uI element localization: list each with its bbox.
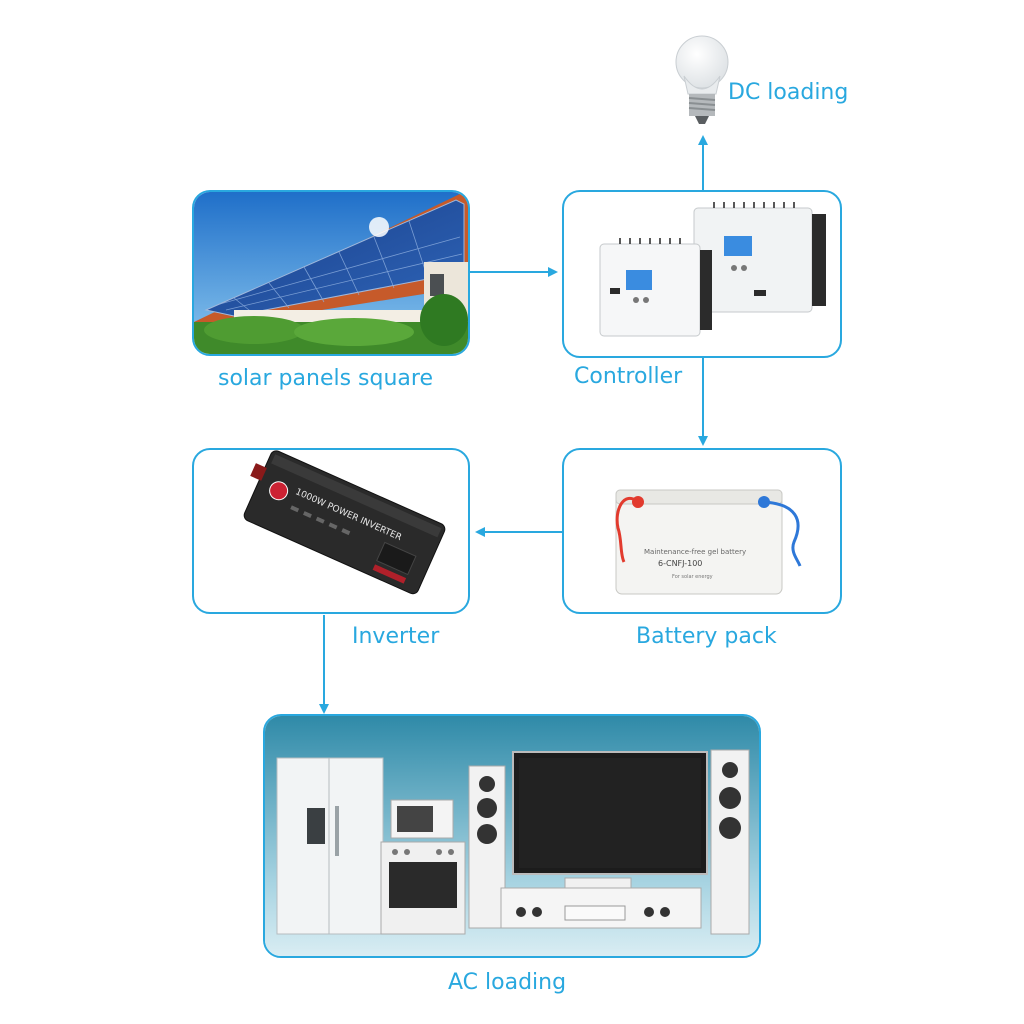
inverter-label: Inverter xyxy=(352,624,440,649)
home-appliances-image xyxy=(265,716,759,956)
ac-loading-label: AC loading xyxy=(448,970,567,995)
dc-loading-label: DC loading xyxy=(728,80,849,105)
solar-panels-label: solar panels square xyxy=(218,366,433,391)
power-inverter-image: 1000W POWER INVERTER xyxy=(243,450,446,595)
solar-panels-node xyxy=(192,190,470,356)
light-bulb-icon xyxy=(675,35,729,124)
battery-image: Maintenance-free gel battery 6-CNFJ-100 … xyxy=(615,489,802,595)
controller-label: Controller xyxy=(574,364,683,389)
ac-loading-node xyxy=(263,714,761,958)
battery-text-line2: 6-CNFJ-100 xyxy=(658,559,702,568)
battery-pack-label: Battery pack xyxy=(636,624,777,649)
inverter-node: 1000W POWER INVERTER xyxy=(192,448,470,614)
controller-node xyxy=(562,190,842,358)
battery-pack-node: Maintenance-free gel battery 6-CNFJ-100 … xyxy=(562,448,842,614)
battery-text-line1: Maintenance-free gel battery xyxy=(644,548,746,556)
charge-controller-image xyxy=(599,202,826,337)
solar-roof-image xyxy=(194,192,468,354)
battery-text-line3: For solar energy xyxy=(672,574,713,580)
